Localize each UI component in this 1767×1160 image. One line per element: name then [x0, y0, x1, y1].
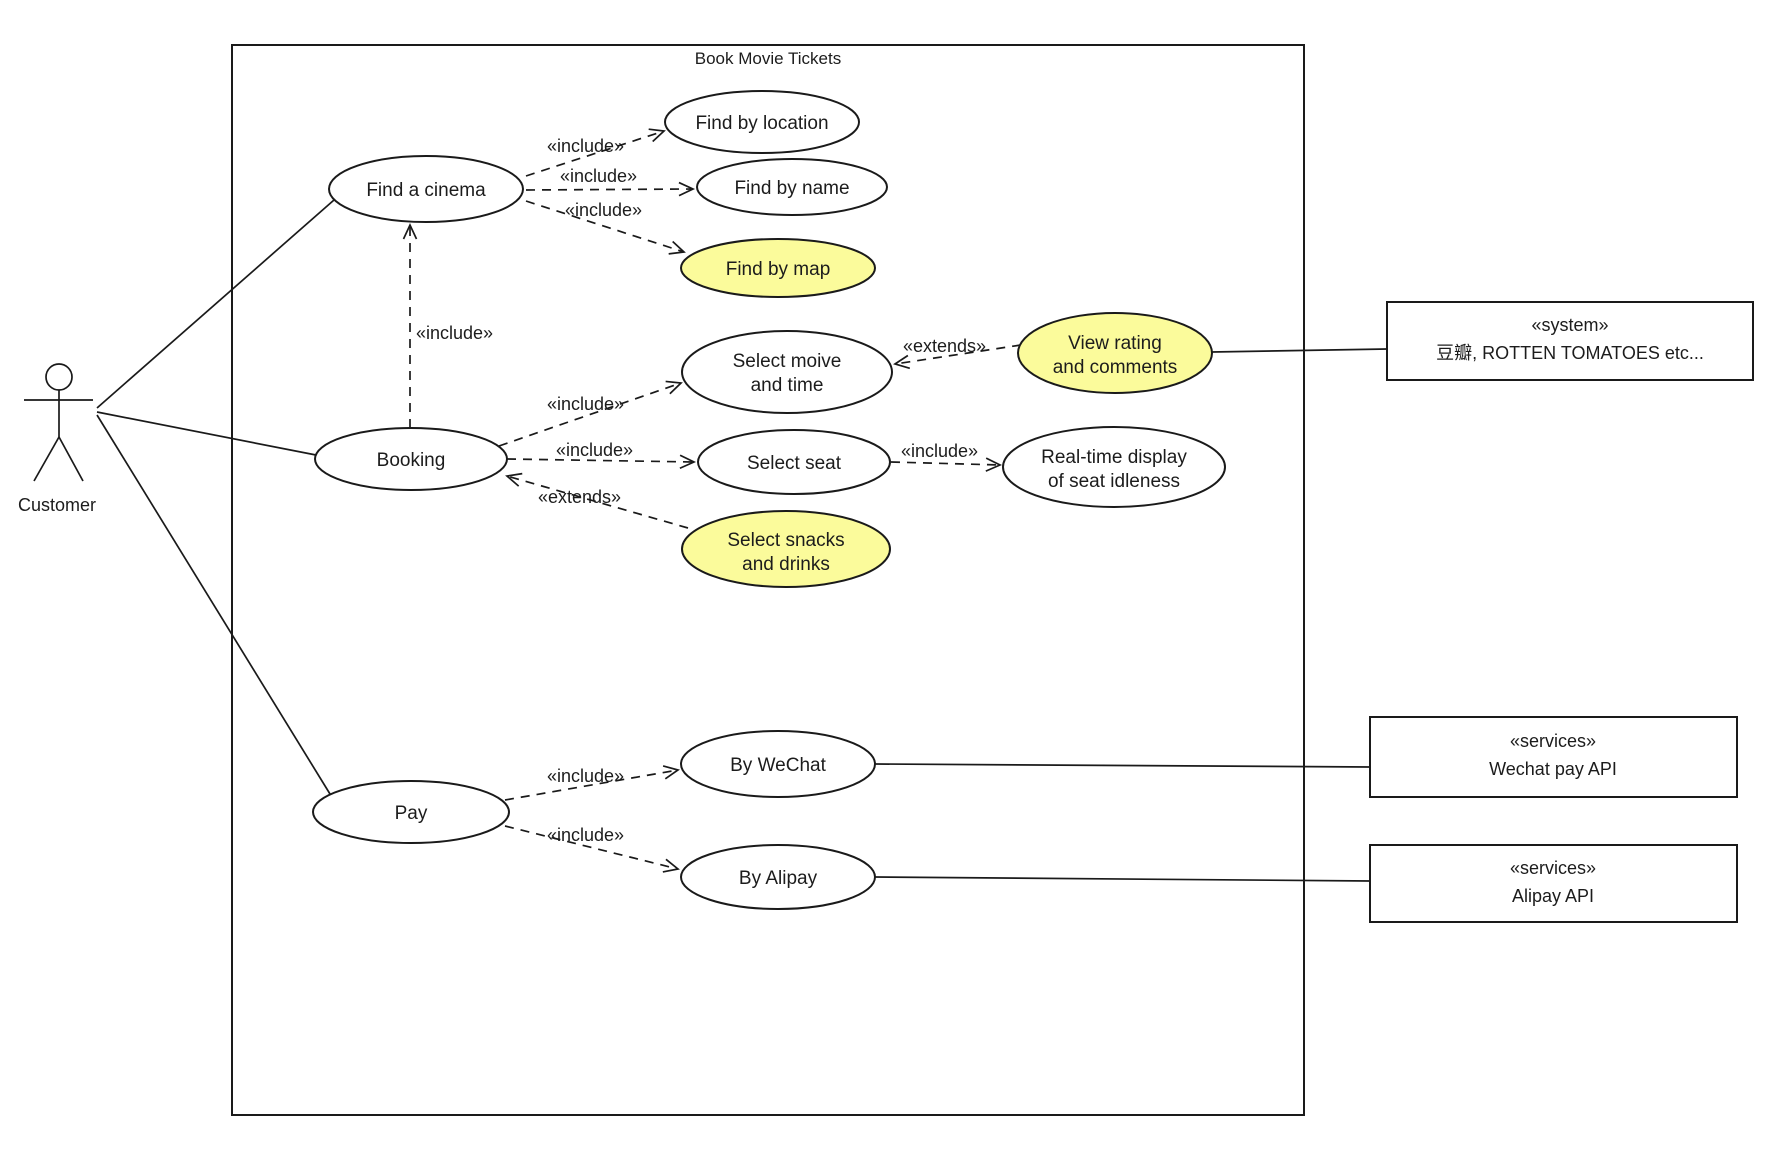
association-by-wechat-wechat-api [874, 763, 1371, 768]
use-case-label-line2: and comments [1053, 357, 1178, 378]
boundary-title: Book Movie Tickets [695, 49, 841, 68]
actor-label: Customer [18, 495, 96, 515]
include-label: «include» [560, 166, 637, 186]
use-case-select-snacks: Select snacks and drinks [681, 510, 891, 588]
association-customer-booking [96, 411, 317, 456]
use-case-find-by-map: Find by map [680, 238, 876, 298]
external-box-rating-system: «system» 豆瓣, ROTTEN TOMATOES etc... [1386, 301, 1754, 381]
extends-arrow-view-rating-to-select-movie-time: «extends» [893, 336, 1022, 370]
use-case-label: Find a cinema [366, 180, 486, 201]
include-arrow-find-a-cinema-to-find-by-location: «include» [525, 128, 666, 177]
use-case-label: By Alipay [739, 868, 818, 889]
include-label: «include» [416, 323, 493, 343]
stereotype-label: «services» [1510, 731, 1596, 751]
use-case-booking: Booking [314, 427, 508, 491]
include-arrow-pay-to-by-wechat: «include» [504, 765, 680, 801]
association-customer-find-a-cinema [96, 199, 335, 409]
use-case-label-line1: Real-time display [1041, 447, 1187, 468]
include-label: «include» [547, 766, 624, 786]
use-case-label-line1: View rating [1068, 333, 1162, 354]
use-case-label-line1: Select moive [733, 351, 842, 372]
extends-arrow-select-snacks-to-booking: «extends» [505, 472, 689, 529]
use-case-find-by-location: Find by location [664, 90, 860, 154]
use-case-select-seat: Select seat [697, 429, 891, 495]
use-case-label-line2: and time [751, 375, 824, 396]
extends-label: «extends» [903, 336, 986, 356]
include-label: «include» [547, 825, 624, 845]
actor-left-leg-line [33, 436, 60, 482]
include-arrow-find-a-cinema-to-find-by-name: «include» [525, 166, 696, 197]
use-case-by-wechat: By WeChat [680, 730, 876, 798]
include-arrow-find-a-cinema-to-find-by-map: «include» [525, 200, 686, 255]
use-case-label: Select seat [747, 453, 842, 474]
association-customer-pay [96, 414, 331, 795]
include-label: «include» [547, 136, 624, 156]
include-arrow-select-seat-to-realtime-display: «include» [890, 441, 1003, 472]
use-case-label: Find by name [734, 178, 849, 199]
actor-head-icon [45, 363, 73, 391]
use-case-select-movie-time: Select moive and time [681, 330, 893, 414]
external-system-name: Wechat pay API [1489, 759, 1617, 779]
use-case-label: Pay [395, 803, 428, 824]
stereotype-label: «services» [1510, 858, 1596, 878]
include-arrow-pay-to-by-alipay: «include» [504, 825, 680, 873]
external-system-name: 豆瓣, ROTTEN TOMATOES etc... [1436, 343, 1704, 363]
extends-label: «extends» [538, 487, 621, 507]
include-label: «include» [565, 200, 642, 220]
use-case-by-alipay: By Alipay [680, 844, 876, 910]
include-arrow-booking-to-find-a-cinema: «include» [402, 222, 493, 428]
stereotype-label: «system» [1531, 315, 1608, 335]
use-case-view-rating: View rating and comments [1017, 312, 1213, 394]
external-system-name: Alipay API [1512, 886, 1594, 906]
use-case-find-a-cinema: Find a cinema [328, 155, 524, 223]
use-case-label: Booking [377, 450, 446, 471]
association-view-rating-system-box [1211, 348, 1388, 353]
use-case-label: Find by map [726, 259, 831, 280]
include-label: «include» [901, 441, 978, 461]
external-box-alipay-api: «services» Alipay API [1369, 844, 1738, 923]
actor-right-leg-line [58, 436, 84, 482]
include-arrow-booking-to-select-movie-time: «include» [498, 380, 683, 447]
use-case-label-line2: of seat idleness [1048, 471, 1180, 492]
use-case-label: Find by location [695, 113, 828, 134]
include-arrow-booking-to-select-seat: «include» [506, 440, 697, 470]
include-label: «include» [556, 440, 633, 460]
use-case-label: By WeChat [730, 755, 826, 776]
use-case-find-by-name: Find by name [696, 158, 888, 216]
include-label: «include» [547, 394, 624, 414]
use-case-realtime-display: Real-time display of seat idleness [1002, 426, 1226, 508]
use-case-label-line2: and drinks [742, 554, 830, 575]
use-case-pay: Pay [312, 780, 510, 844]
association-by-alipay-alipay-api [874, 876, 1371, 882]
external-box-wechat-api: «services» Wechat pay API [1369, 716, 1738, 798]
actor-customer: Customer [18, 363, 96, 515]
use-case-label-line1: Select snacks [727, 530, 844, 551]
